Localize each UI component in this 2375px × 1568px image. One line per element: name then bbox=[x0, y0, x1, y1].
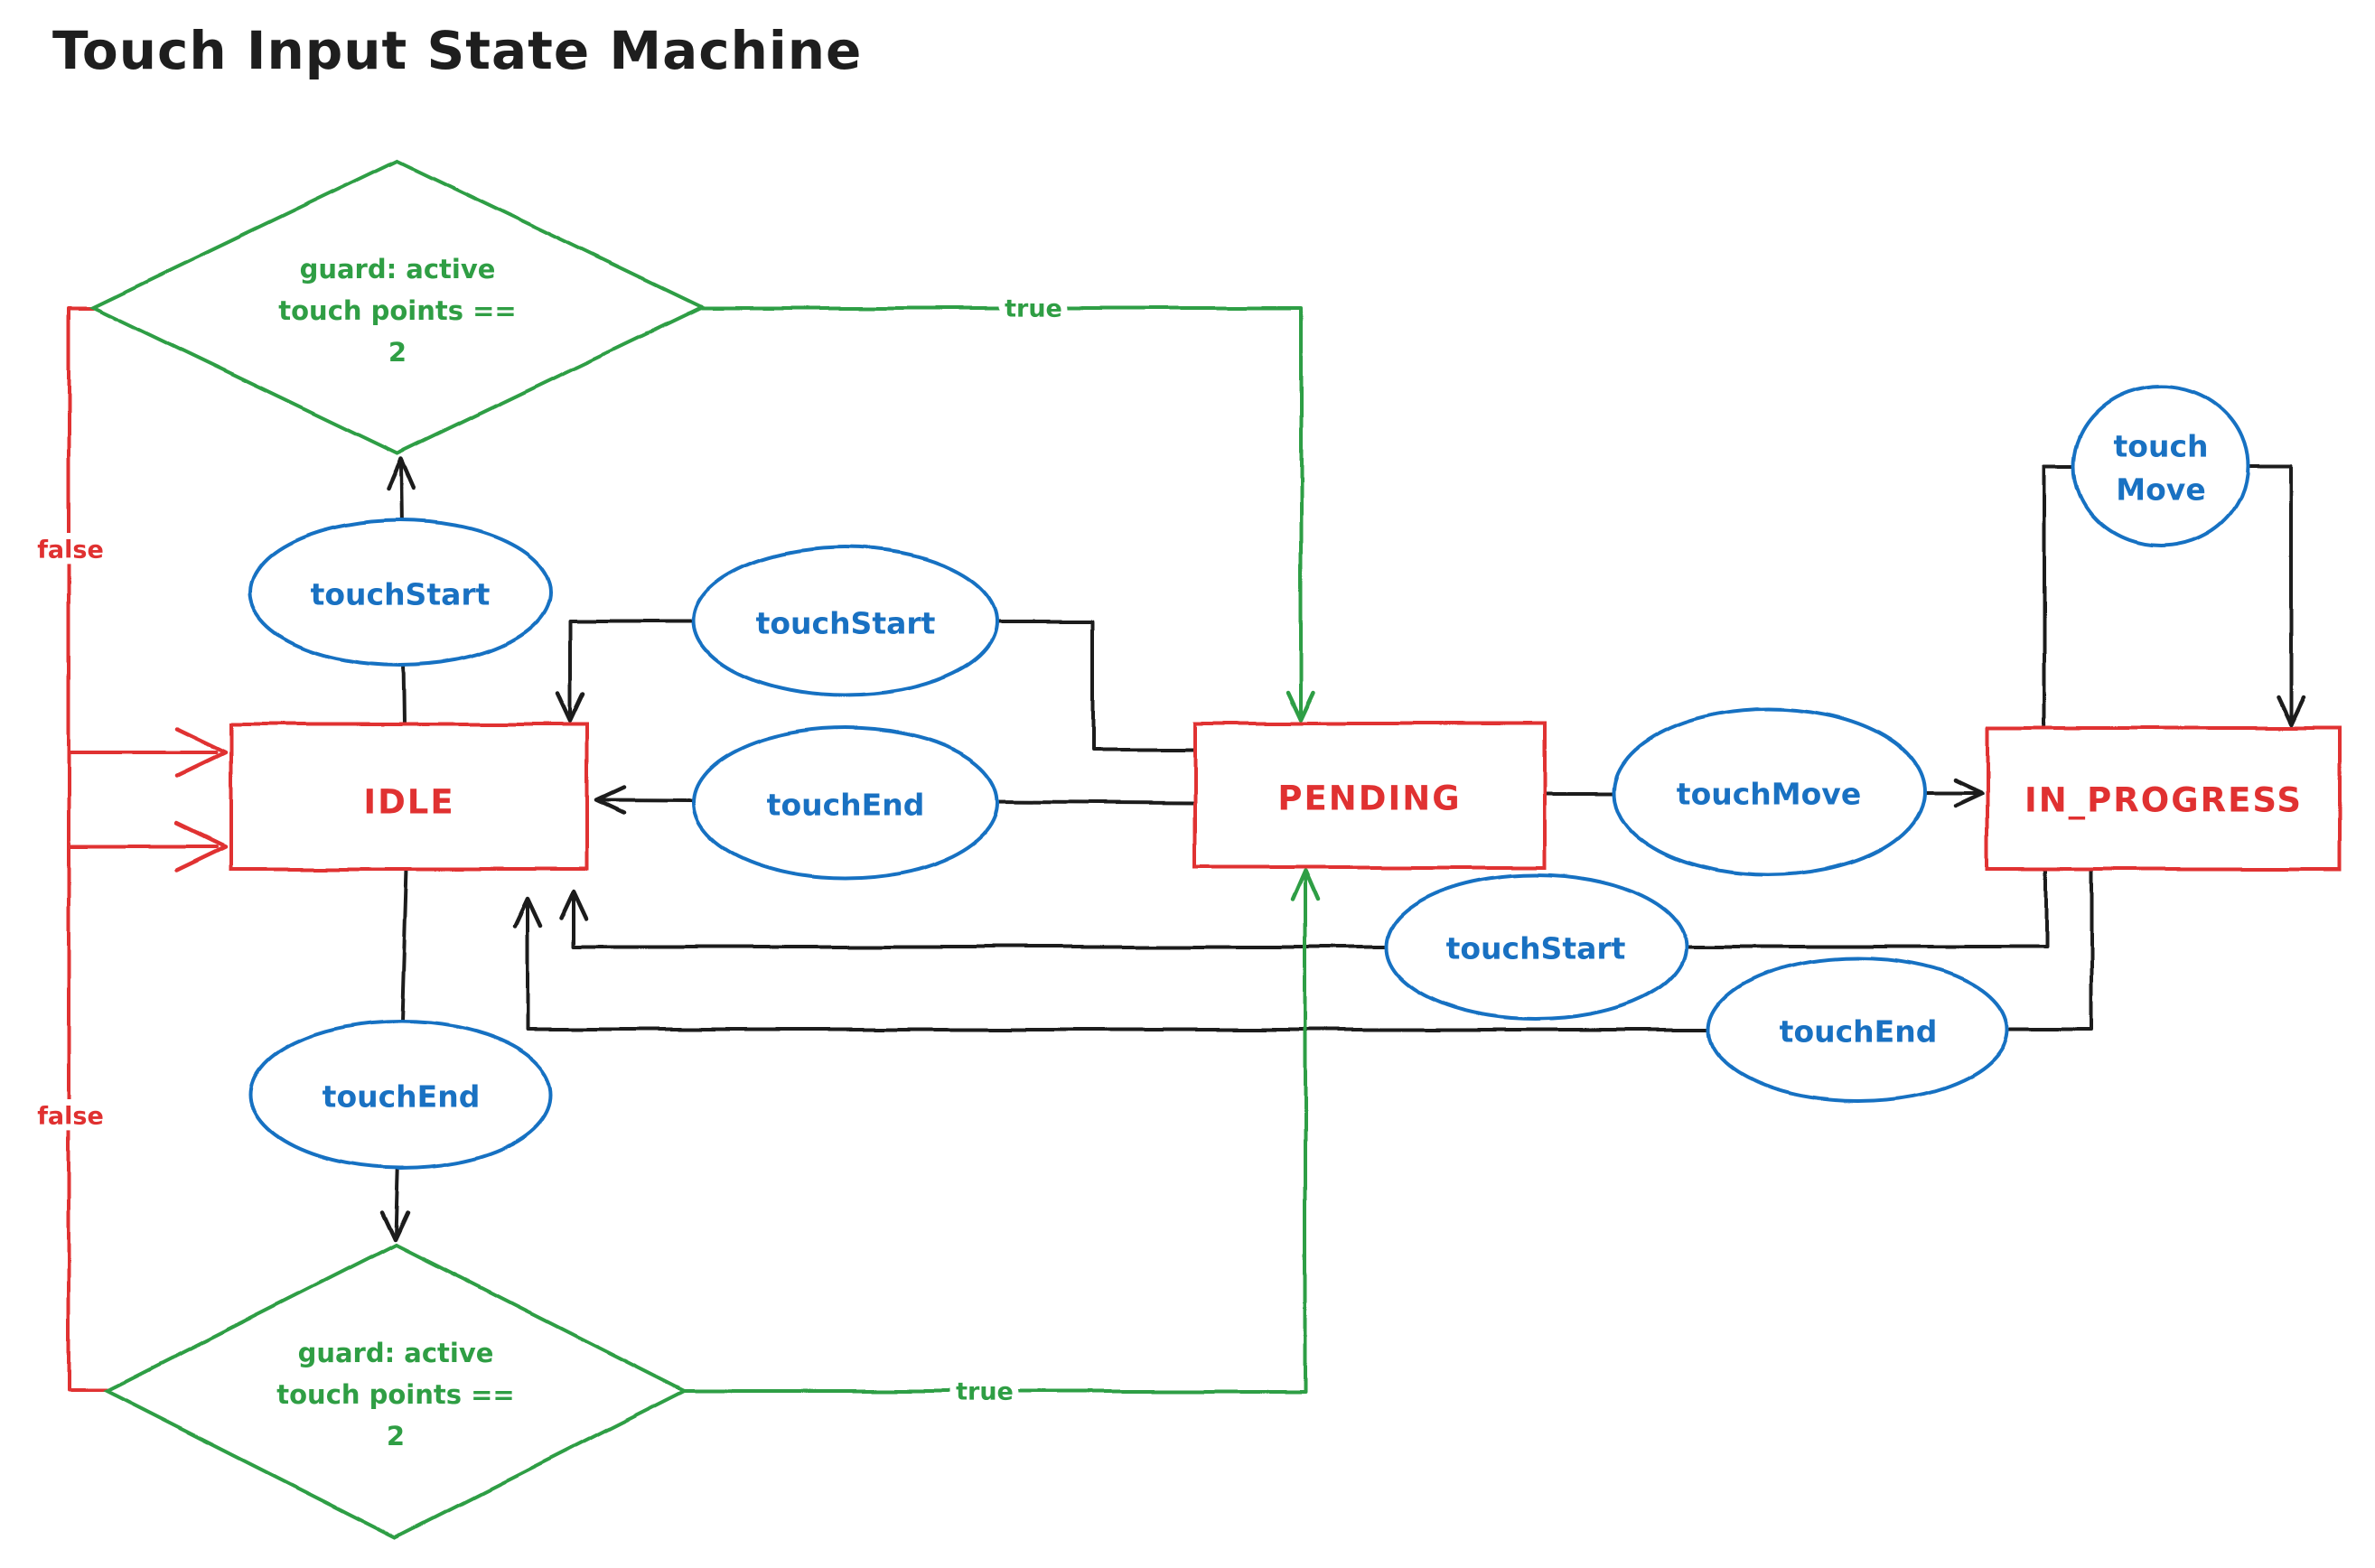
arrowhead-right-inprogress-left bbox=[1952, 778, 1985, 808]
edge-true-top bbox=[700, 306, 1303, 720]
event-touchmove-label: touchMove bbox=[1677, 777, 1861, 812]
state-in-progress-box bbox=[1986, 726, 2342, 871]
event-touchstart-mid bbox=[692, 546, 999, 697]
arrowhead-down-pending-top bbox=[1286, 690, 1316, 723]
edge-true-bottom bbox=[683, 871, 1307, 1393]
state-idle-box bbox=[229, 723, 589, 871]
event-touchmove-loop-line2: Move bbox=[2116, 472, 2205, 508]
diagram-title: Touch Input State Machine bbox=[52, 20, 862, 81]
state-pending-label: PENDING bbox=[1277, 779, 1461, 818]
event-touchstart-left bbox=[248, 518, 552, 667]
edge-touchstart-return bbox=[572, 866, 2048, 948]
event-touchstart-return bbox=[1384, 873, 1688, 1021]
event-touchend-return-label: touchEnd bbox=[1780, 1014, 1938, 1050]
event-touchend-mid bbox=[692, 726, 999, 880]
event-touchstart-left-label: touchStart bbox=[311, 577, 491, 612]
event-touchmove-loop-line1: touch bbox=[2114, 429, 2209, 464]
event-touchend-left-label: touchEnd bbox=[323, 1079, 481, 1115]
event-touchend-mid-label: touchEnd bbox=[767, 788, 925, 823]
arrowhead-right-idle-left-2 bbox=[174, 820, 229, 873]
edge-label-false-top: false bbox=[37, 537, 104, 565]
event-touchstart-return-label: touchStart bbox=[1446, 931, 1626, 966]
event-touchstart-mid-label: touchStart bbox=[756, 606, 936, 641]
guard-diamond-top bbox=[89, 158, 706, 456]
arrowhead-up-guard-top bbox=[386, 456, 416, 490]
guard-top-line1: guard: active bbox=[300, 254, 496, 285]
edge-touchend-return bbox=[526, 866, 2093, 1031]
arrowhead-down-inprogress-top bbox=[2276, 695, 2306, 727]
guard-bottom-line2: touch points == bbox=[276, 1379, 514, 1410]
edge-label-true-bottom: true bbox=[956, 1378, 1014, 1406]
guard-top-line3: 2 bbox=[388, 337, 407, 368]
state-in-progress-label: IN_PROGRESS bbox=[2024, 781, 2303, 820]
arrowhead-up-pending-bottom bbox=[1290, 868, 1321, 902]
event-touchend-return bbox=[1707, 957, 2009, 1103]
state-pending-box bbox=[1193, 722, 1547, 869]
edge-label-true-top: true bbox=[1005, 295, 1062, 323]
edge-label-false-bottom: false bbox=[37, 1103, 104, 1131]
arrowhead-down-guard-bottom bbox=[379, 1209, 410, 1242]
edge-false-rail bbox=[67, 306, 108, 1392]
guard-bottom-line3: 2 bbox=[387, 1421, 405, 1451]
edge-touchstart-mid bbox=[568, 620, 1197, 751]
arrowhead-down-idle-top bbox=[555, 691, 585, 723]
arrowhead-up-idle-bottom-1 bbox=[558, 889, 589, 921]
guard-bottom-line1: guard: active bbox=[298, 1338, 494, 1368]
event-touchmove-loop-circle bbox=[2072, 385, 2249, 547]
guard-top-line2: touch points == bbox=[278, 295, 516, 326]
arrowhead-right-idle-left-1 bbox=[174, 726, 229, 779]
arrowhead-left-idle-right bbox=[594, 785, 626, 816]
event-touchend-left bbox=[249, 1020, 553, 1170]
state-idle-label: IDLE bbox=[363, 783, 454, 822]
event-touchmove bbox=[1612, 707, 1926, 877]
guard-diamond-bottom bbox=[102, 1242, 689, 1540]
arrowhead-up-idle-bottom-2 bbox=[512, 896, 543, 929]
